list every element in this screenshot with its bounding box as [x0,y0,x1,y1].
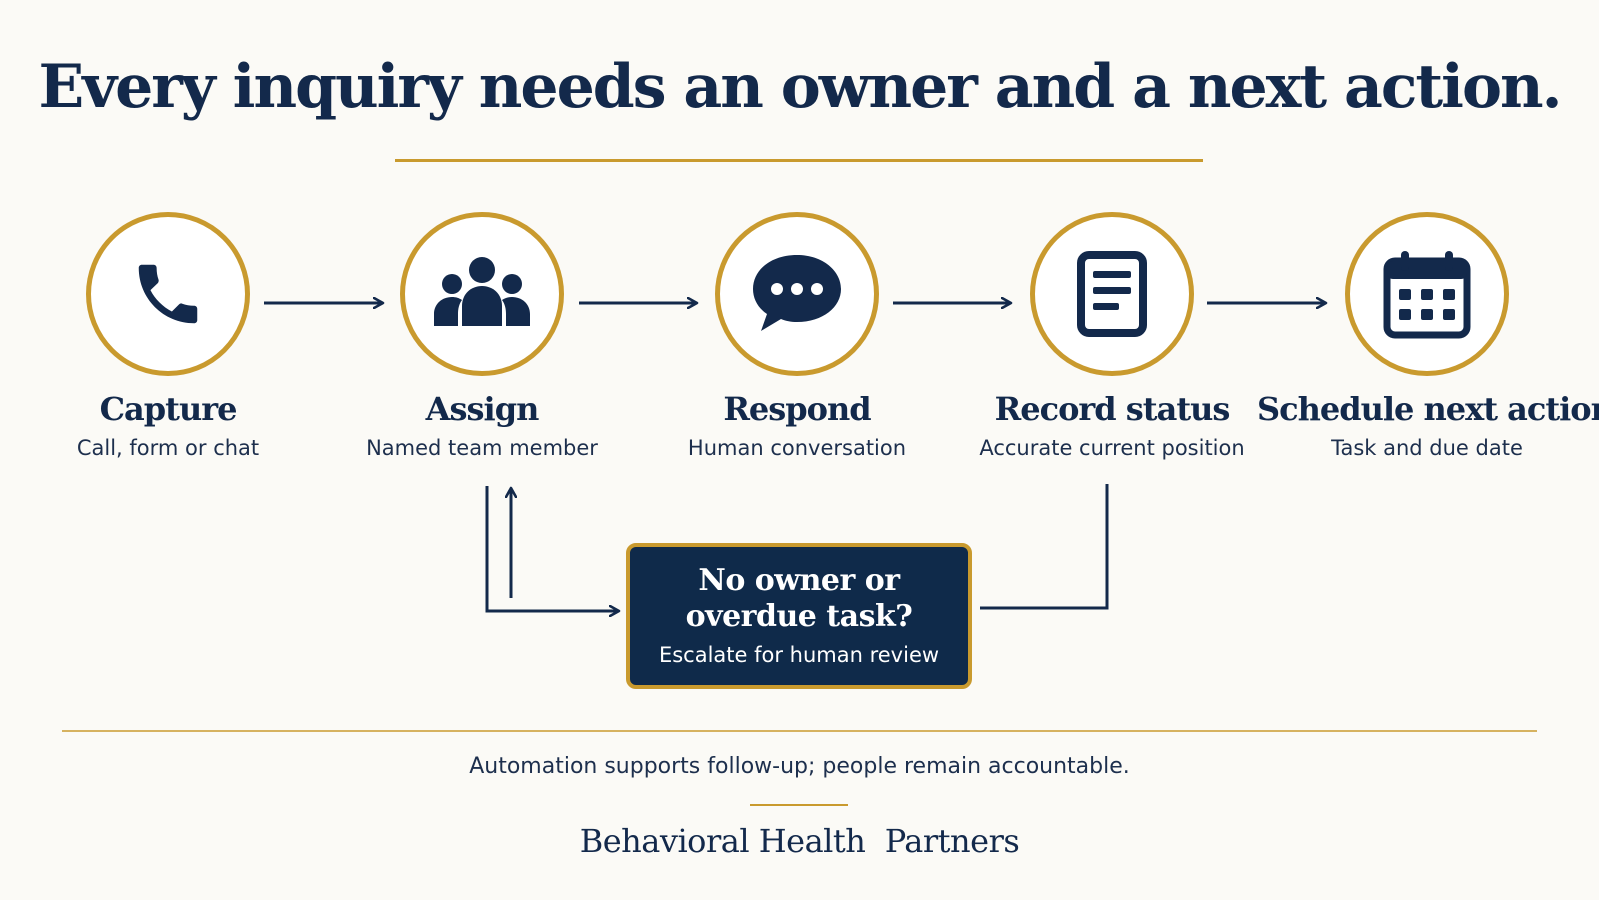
step-record-label: Record status [994,390,1231,428]
escalation-box: No owner or overdue task? Escalate for h… [626,543,972,689]
footer-note: Automation supports follow-up; people re… [469,754,1130,779]
title-divider [395,159,1203,162]
document-icon [1077,251,1147,337]
step-capture-desc: Call, form or chat [76,436,260,460]
step-respond: Respond Human conversation [627,212,967,460]
step-assign: Assign Named team member [312,212,652,460]
step-schedule: Schedule next action Task and due date [1257,212,1599,460]
phone-icon [138,264,198,324]
step-assign-desc: Named team member [366,436,598,460]
step-respond-circle [715,212,879,376]
step-schedule-desc: Task and due date [1331,436,1523,460]
step-assign-circle [400,212,564,376]
step-capture-circle [86,212,250,376]
brand-divider [750,804,848,806]
escalation-action: Escalate for human review [658,643,940,667]
line-record-to-escalation [980,484,1109,610]
step-schedule-label: Schedule next action [1257,390,1599,428]
step-capture-label: Capture [99,390,238,428]
arrow-assign-to-escalation [485,486,619,611]
step-respond-label: Respond [723,390,871,428]
step-respond-desc: Human conversation [687,436,907,460]
page-title: Every inquiry needs an owner and a next … [38,52,1563,122]
escalation-question-line2: overdue task? [685,599,913,634]
team-icon [434,257,530,326]
step-record-circle [1030,212,1194,376]
step-record-desc: Accurate current position [979,436,1245,460]
escalation-question: No owner or overdue task? [630,563,968,635]
calendar-icon [1383,251,1471,339]
step-record: Record status Accurate current position [942,212,1282,460]
escalation-question-line1: No owner or [698,563,900,598]
footer-divider [62,730,1537,732]
step-schedule-circle [1345,212,1509,376]
brand-name: Behavioral Health Partners [579,822,1020,860]
step-assign-label: Assign [425,390,540,428]
step-capture: Capture Call, form or chat [0,212,338,460]
chat-bubble-icon [753,255,841,331]
